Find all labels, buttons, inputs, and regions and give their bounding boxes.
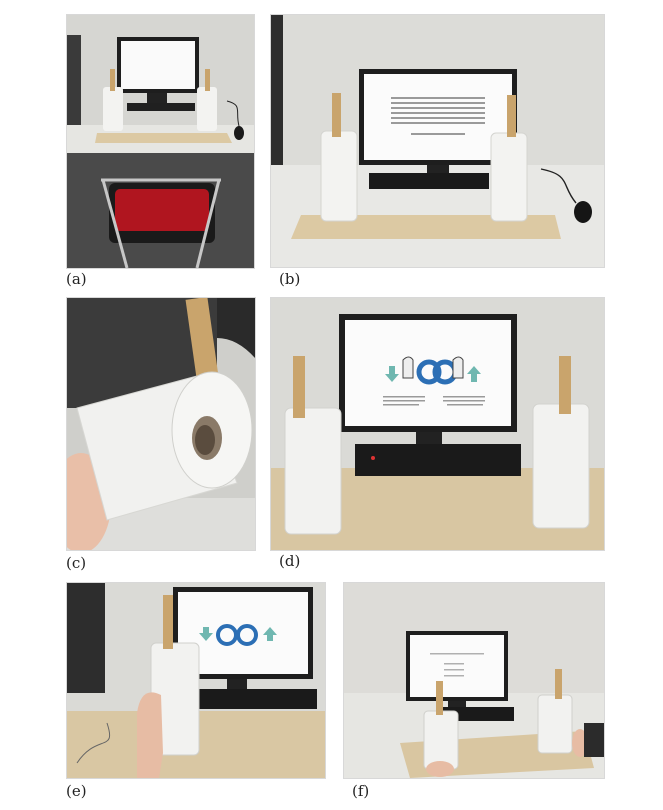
photo-d-illustration (271, 298, 604, 550)
panel-label-b: (b) (279, 270, 301, 288)
panel-label-c: (c) (66, 554, 87, 572)
panel-label-e: (e) (66, 782, 87, 800)
photo-panel-d (270, 297, 605, 551)
photo-panel-c (66, 297, 256, 551)
photo-panel-b (270, 14, 605, 268)
photo-panel-f (343, 582, 605, 779)
panel-label-a: (a) (66, 270, 87, 288)
photo-panel-a (66, 14, 255, 269)
panel-label-d: (d) (279, 552, 301, 570)
photo-f-illustration (344, 583, 604, 778)
photo-c-illustration (67, 298, 255, 550)
photo-e-illustration (67, 583, 325, 778)
panel-label-f: (f) (352, 782, 370, 800)
photo-a-illustration (67, 15, 254, 268)
photo-panel-e (66, 582, 326, 779)
photo-b-illustration (271, 15, 604, 267)
